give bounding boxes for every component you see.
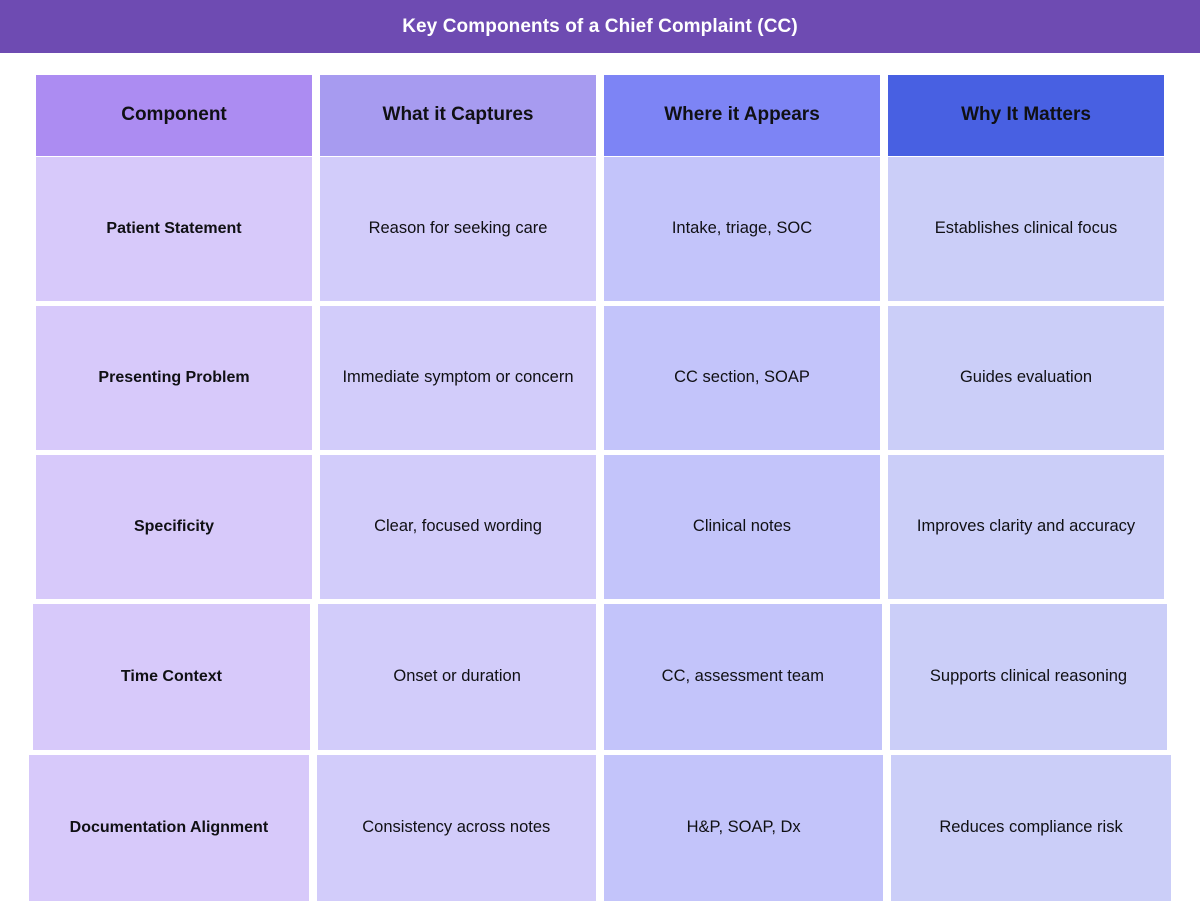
cell-r5-c2: Consistency across notes [316, 755, 596, 901]
cell-r2-c2: Immediate symptom or concern [320, 306, 596, 450]
cell-r2-c4: Guides evaluation [888, 306, 1164, 450]
page-title: Key Components of a Chief Complaint (CC) [402, 15, 798, 37]
column-header-2: What it Captures [320, 75, 596, 156]
cell-r1-c3: Intake, triage, SOC [604, 157, 880, 301]
cell-r3-c1: Specificity [36, 455, 312, 599]
cell-r1-c1: Patient Statement [36, 157, 312, 301]
cell-r4-c4: Supports clinical reasoning [889, 604, 1168, 750]
cell-r3-c2: Clear, focused wording [320, 455, 596, 599]
cell-r2-c3: CC section, SOAP [604, 306, 880, 450]
cell-r5-c1: Documentation Alignment [29, 755, 309, 901]
column-header-4: Why It Matters [888, 75, 1164, 156]
cell-r4-c3: CC, assessment team [603, 604, 882, 750]
cell-r5-c4: Reduces compliance risk [891, 755, 1171, 901]
cell-r3-c3: Clinical notes [604, 455, 880, 599]
cell-r1-c2: Reason for seeking care [320, 157, 596, 301]
title-bar: Key Components of a Chief Complaint (CC) [0, 0, 1200, 53]
cell-r5-c3: H&P, SOAP, Dx [603, 755, 884, 901]
column-header-1: Component [36, 75, 312, 156]
cell-r2-c1: Presenting Problem [36, 306, 312, 450]
cell-r1-c4: Establishes clinical focus [888, 157, 1164, 301]
cell-r3-c4: Improves clarity and accuracy [888, 455, 1164, 599]
cell-r4-c1: Time Context [32, 604, 311, 750]
column-header-3: Where it Appears [604, 75, 880, 156]
cell-r4-c2: Onset or duration [318, 604, 596, 750]
